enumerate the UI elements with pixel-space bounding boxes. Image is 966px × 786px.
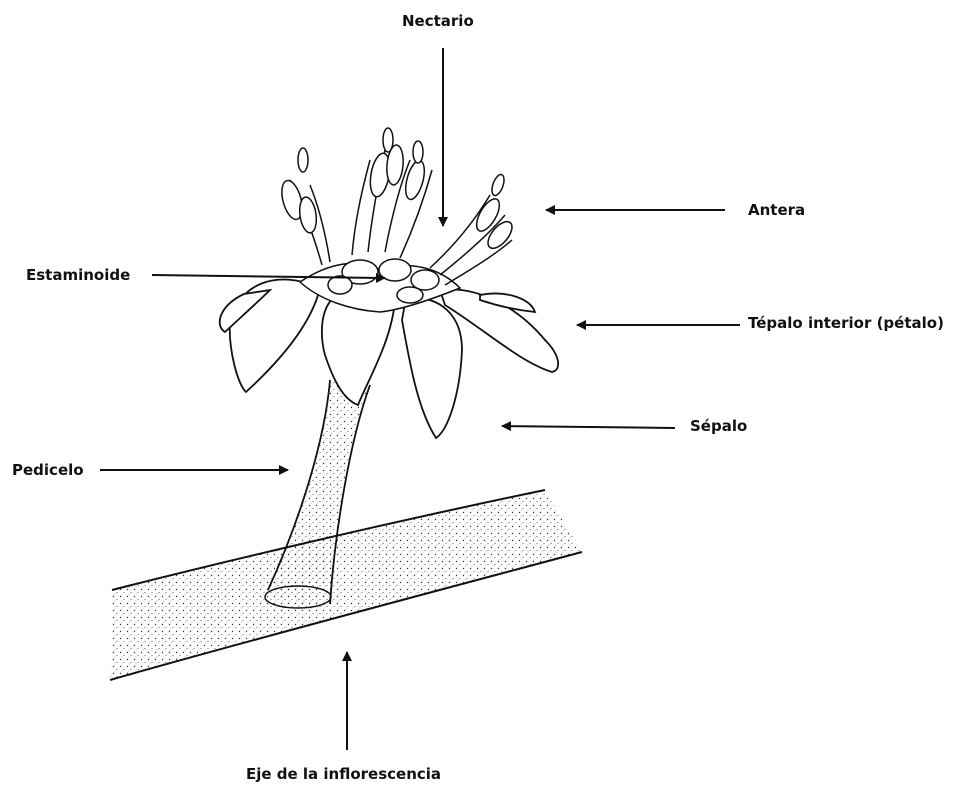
label-sepalo: Sépalo xyxy=(690,417,747,435)
label-estaminoide: Estaminoide xyxy=(26,266,130,284)
label-nectario: Nectario xyxy=(402,12,474,30)
label-eje-inflorescencia: Eje de la inflorescencia xyxy=(246,765,441,783)
arrow-sepalo xyxy=(502,426,675,428)
label-pedicelo: Pedicelo xyxy=(12,461,84,479)
anthers xyxy=(278,128,516,252)
inflorescence-axis xyxy=(110,490,582,680)
label-antera: Antera xyxy=(748,201,805,219)
label-tepalo-interior: Tépalo interior (pétalo) xyxy=(748,314,944,332)
